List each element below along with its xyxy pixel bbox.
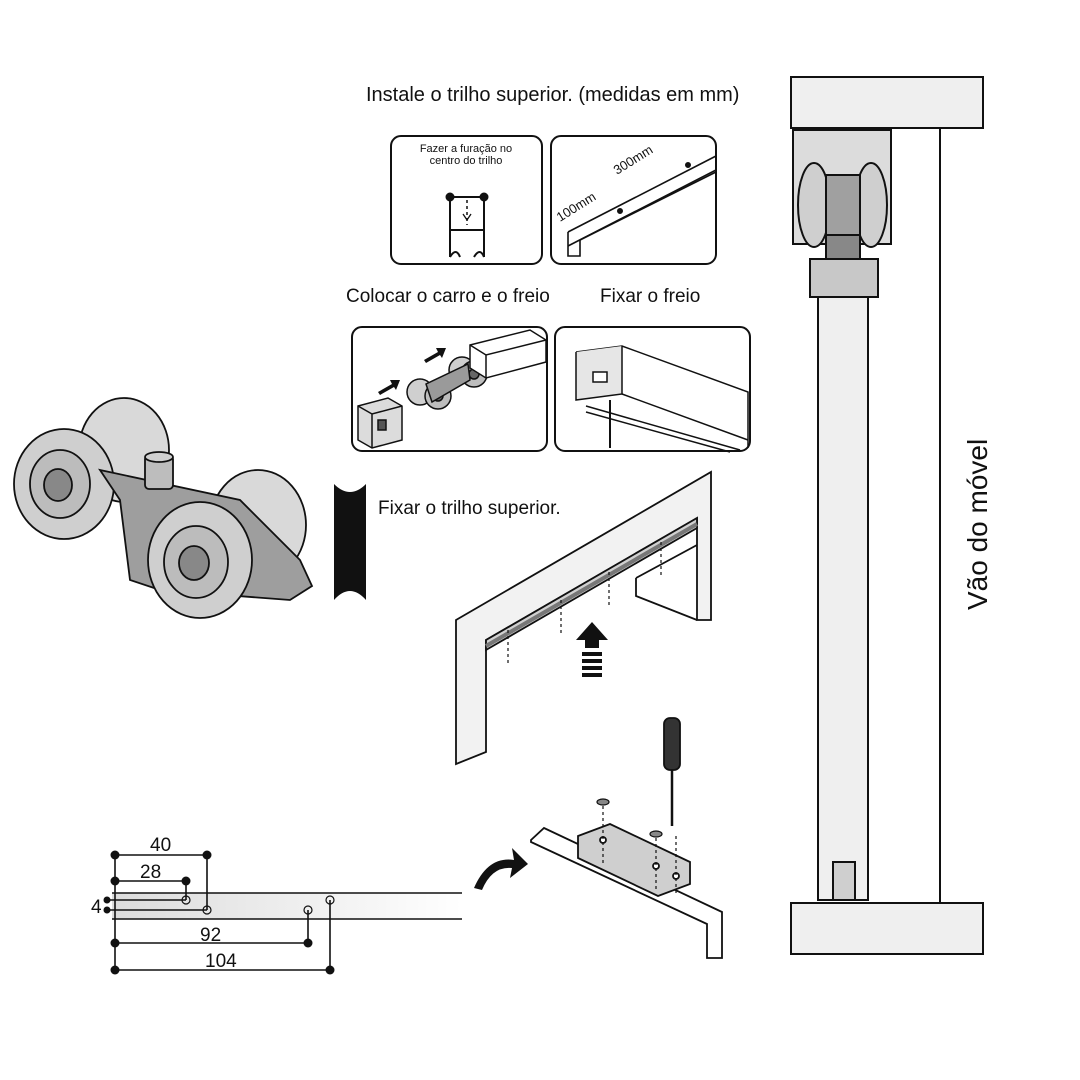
dimension-drawing [103, 850, 462, 975]
dim-28: 28 [140, 862, 161, 883]
door-top-illustration [530, 717, 723, 959]
drill-note-line1: Fazer a furação no [420, 143, 512, 155]
heading-install-top-rail: Instale o trilho superior. (medidas em m… [366, 84, 739, 106]
rail-with-brake-icon [575, 345, 749, 453]
panel-place-carriage [351, 326, 548, 452]
break-symbol-icon [334, 484, 366, 600]
dim-92: 92 [200, 925, 221, 946]
rail-profile-icon [445, 192, 489, 258]
panel-fix-brake [554, 326, 751, 453]
heading-fix-brake: Fixar o freio [600, 286, 700, 307]
arrow-up-icon [576, 622, 608, 677]
side-view-label: Vão do móvel [962, 439, 993, 610]
screwdriver-icon [663, 717, 681, 826]
carriage-illustration [13, 397, 314, 619]
side-view [790, 76, 984, 955]
dim-104: 104 [205, 951, 237, 972]
heading-place-carriage-brake: Colocar o carro e o freio [346, 286, 550, 307]
ceiling-rail-illustration [455, 470, 712, 766]
panel-screw-spacing: 100mm 300mm [550, 135, 717, 265]
dim-40: 40 [150, 835, 171, 856]
brake-block-icon [357, 397, 403, 449]
curved-arrow-icon [474, 848, 528, 890]
screw-icon [596, 798, 677, 894]
drill-note-line2: centro do trilho [430, 155, 503, 167]
arrow-right-icon [378, 348, 446, 395]
heading-fix-top-rail: Fixar o trilho superior. [378, 498, 561, 519]
panel-drill-center: Fazer a furação no centro do trilho [390, 135, 543, 265]
wheel-icon [797, 162, 888, 248]
rail-end-icon [469, 329, 547, 379]
dim-4: 4 [91, 897, 102, 918]
carriage-icon [406, 356, 488, 410]
rail-perspective-icon [567, 155, 717, 257]
